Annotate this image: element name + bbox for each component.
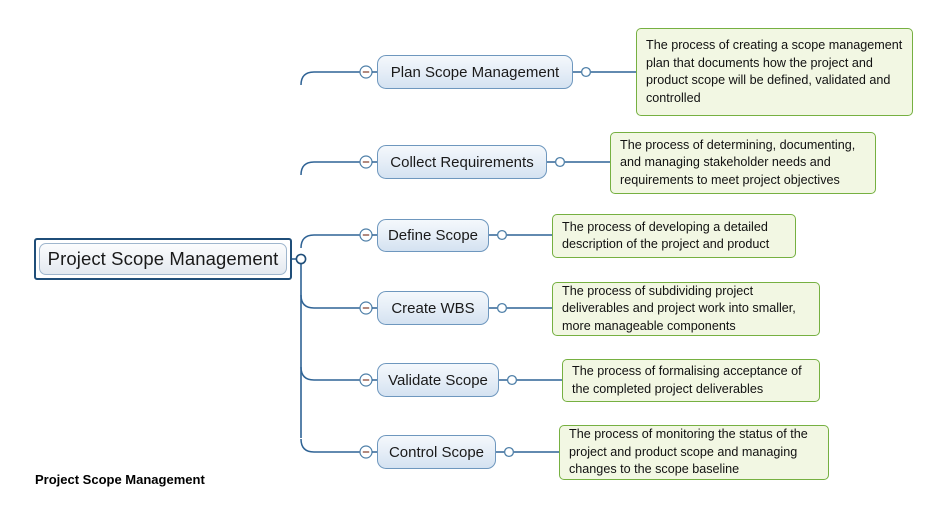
root-node-inner: Project Scope Management [39, 243, 287, 275]
branch-elbow-line [300, 366, 360, 381]
topic-node[interactable]: Create WBS [377, 291, 489, 325]
circle-connector-icon[interactable] [503, 446, 515, 458]
topic-node-label: Validate Scope [388, 371, 488, 389]
branch-elbow-line [300, 234, 360, 249]
root-node-label: Project Scope Management [47, 248, 279, 269]
root-node[interactable]: Project Scope Management [34, 238, 292, 280]
minus-circle-icon[interactable] [359, 228, 373, 242]
minus-circle-icon[interactable] [359, 155, 373, 169]
description-node[interactable]: The process of determining, documenting,… [610, 132, 876, 194]
description-text: The process of monitoring the status of … [569, 427, 808, 477]
branch-elbow-line [300, 294, 360, 309]
branch-elbow-line [300, 438, 360, 453]
topic-node[interactable]: Define Scope [377, 219, 489, 252]
minus-circle-icon[interactable] [359, 301, 373, 315]
circle-connector-icon[interactable] [506, 374, 518, 386]
root-hub-icon [295, 253, 307, 265]
description-text: The process of subdividing project deliv… [562, 283, 796, 333]
description-text: The process of formalising acceptance of… [572, 364, 802, 396]
circle-connector-icon[interactable] [554, 156, 566, 168]
topic-node-label: Create WBS [391, 299, 475, 317]
description-node[interactable]: The process of monitoring the status of … [559, 425, 829, 480]
description-text: The process of determining, documenting,… [620, 137, 856, 187]
minus-circle-icon[interactable] [359, 65, 373, 79]
circle-connector-icon[interactable] [496, 229, 508, 241]
topic-node-label: Plan Scope Management [390, 63, 560, 81]
minus-circle-icon[interactable] [359, 445, 373, 459]
topic-node-label: Collect Requirements [390, 153, 534, 171]
description-node[interactable]: The process of creating a scope manageme… [636, 28, 913, 116]
topic-node[interactable]: Validate Scope [377, 363, 499, 397]
topic-node[interactable]: Plan Scope Management [377, 55, 573, 89]
topic-node-label: Control Scope [388, 443, 485, 461]
description-node[interactable]: The process of formalising acceptance of… [562, 359, 820, 402]
topic-node-label: Define Scope [387, 227, 479, 244]
description-node[interactable]: The process of subdividing project deliv… [552, 282, 820, 336]
diagram-caption: Project Scope Management [35, 472, 205, 487]
description-text: The process of creating a scope manageme… [646, 38, 903, 105]
circle-connector-icon[interactable] [580, 66, 592, 78]
branch-elbow-line [300, 71, 360, 86]
topic-node[interactable]: Control Scope [377, 435, 496, 469]
branch-elbow-line [300, 161, 360, 176]
description-node[interactable]: The process of developing a detailed des… [552, 214, 796, 258]
minus-circle-icon[interactable] [359, 373, 373, 387]
circle-connector-icon[interactable] [496, 302, 508, 314]
description-text: The process of developing a detailed des… [562, 219, 770, 252]
topic-node[interactable]: Collect Requirements [377, 145, 547, 179]
